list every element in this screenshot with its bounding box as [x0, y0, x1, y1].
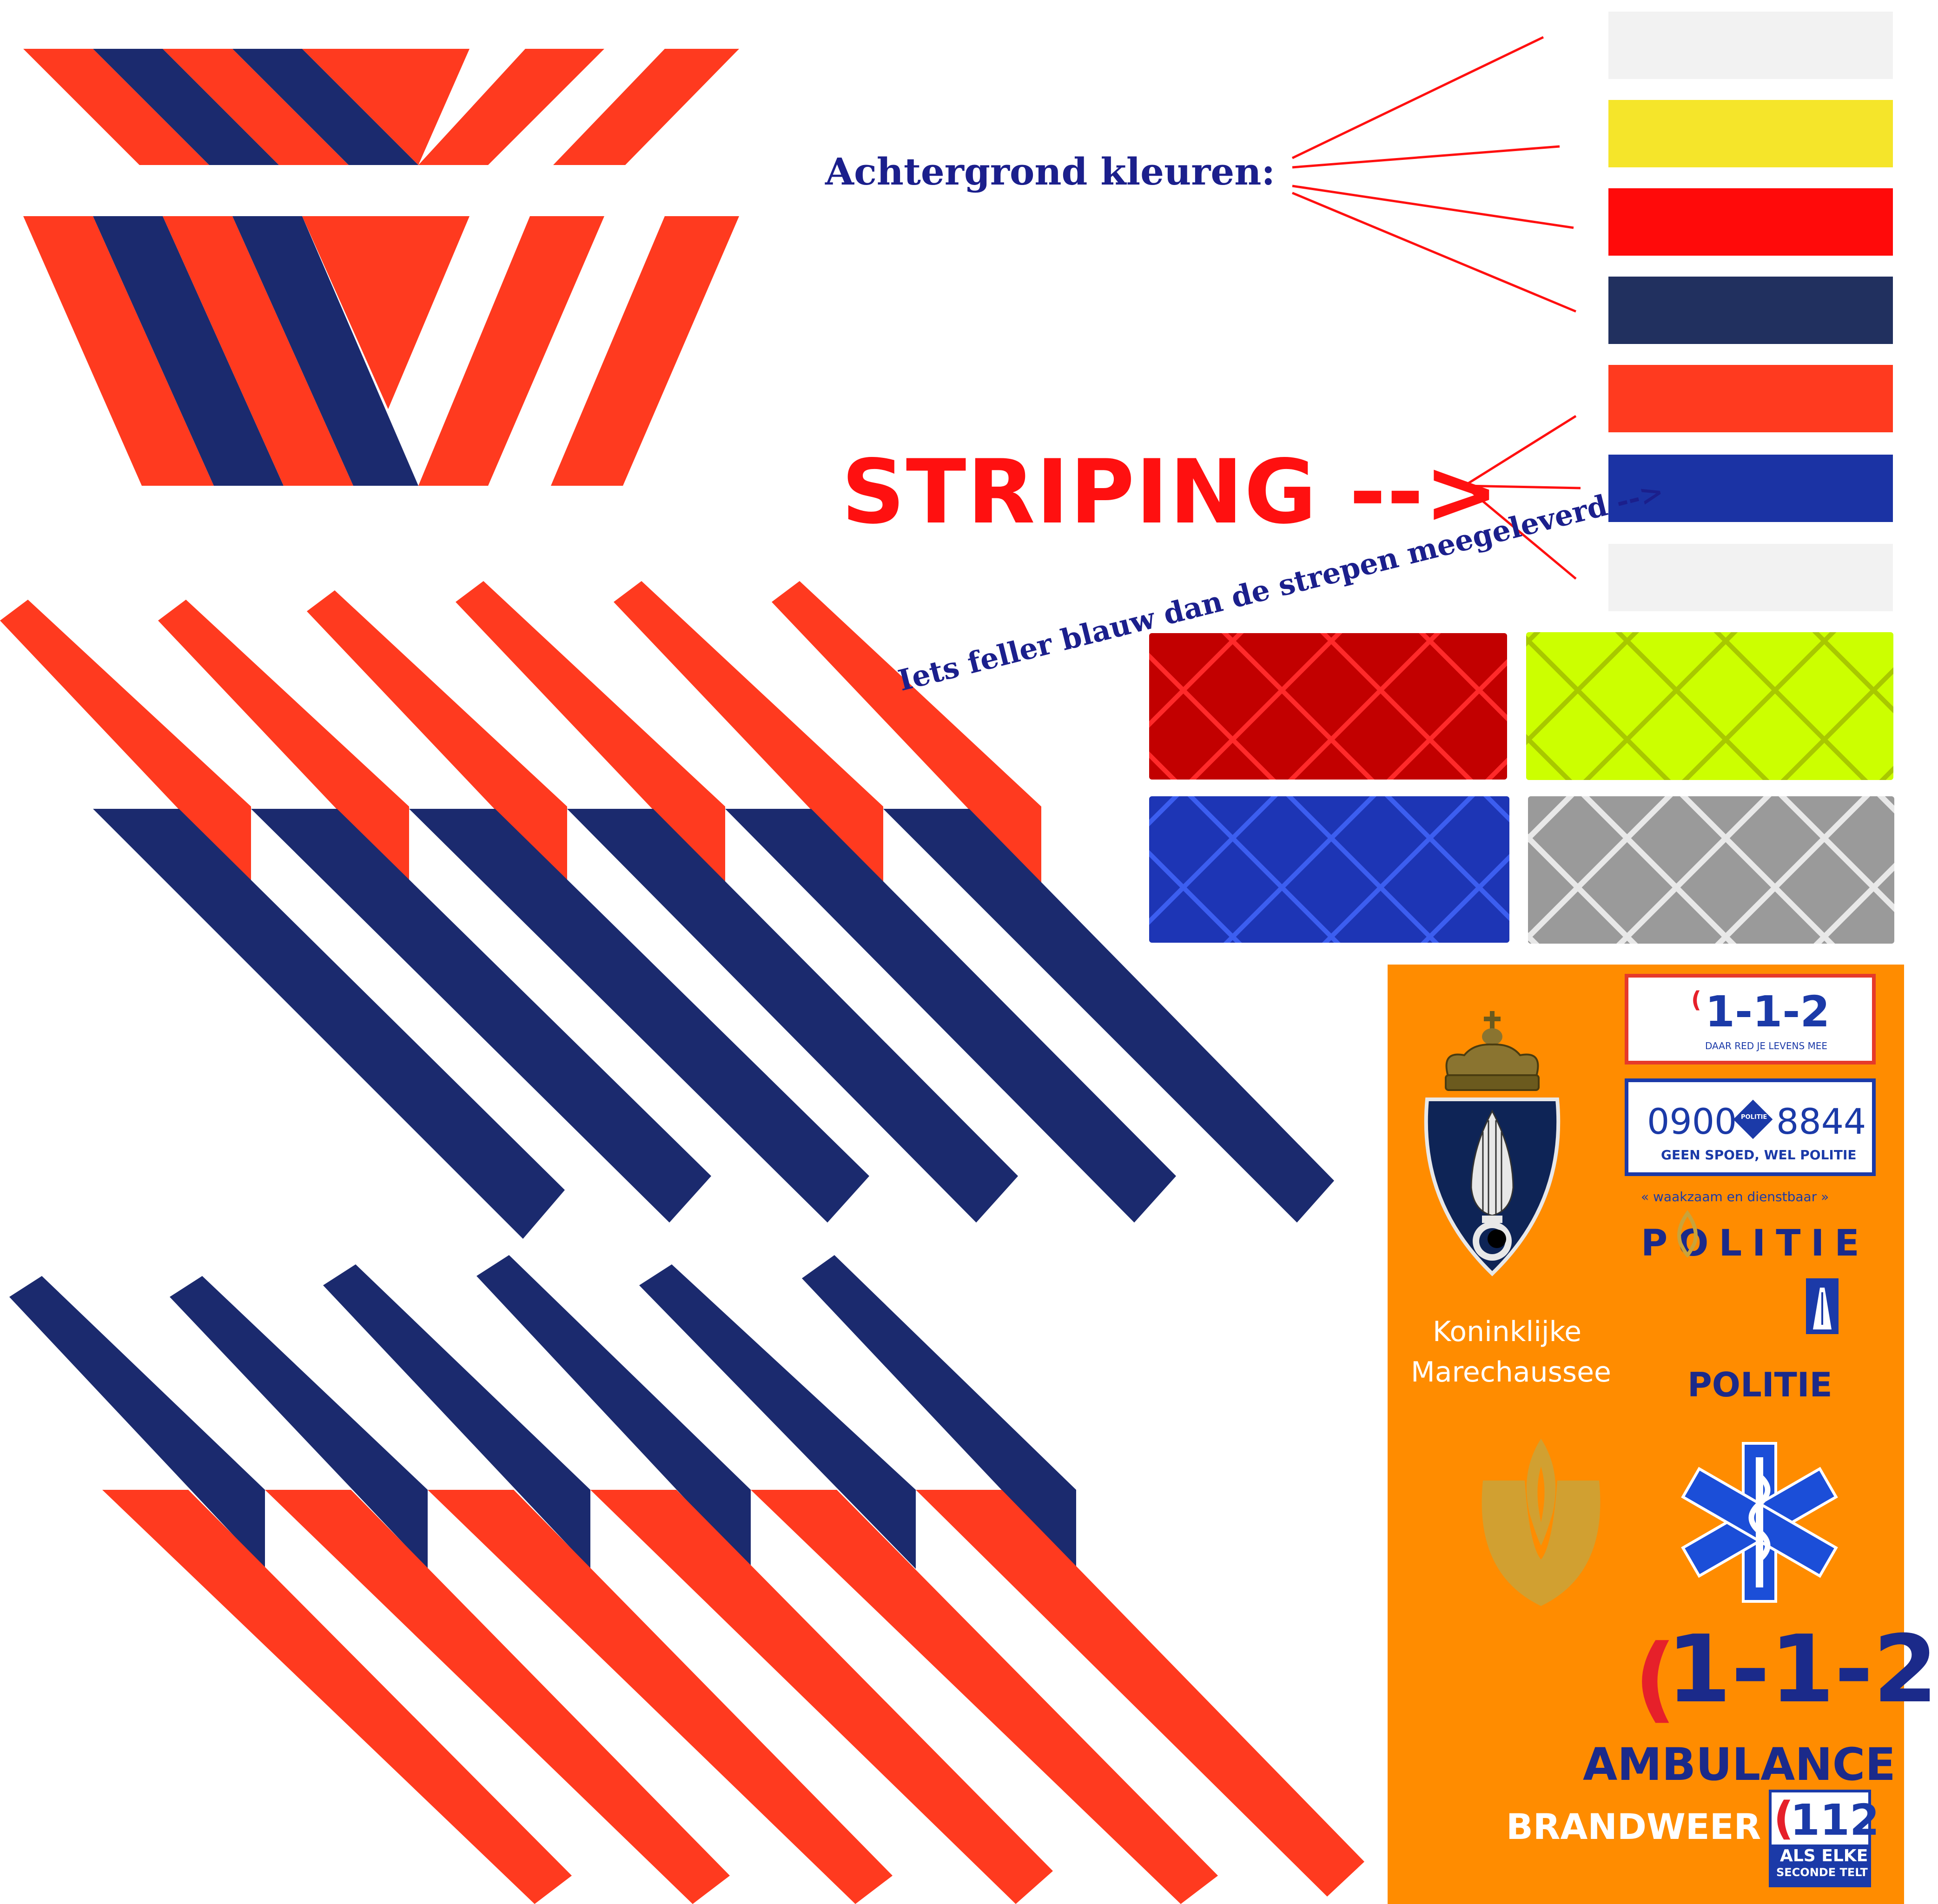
stripe-orange-1 [23, 49, 209, 165]
striping-pointer-lines [1463, 415, 1581, 580]
diag-navy-3 [409, 809, 869, 1223]
phone-number-tag: POLITIE [1741, 1114, 1767, 1121]
diag-orange-4 [456, 581, 725, 886]
diag-orange-3 [307, 590, 567, 886]
ambulance-text: AMBULANCE [1583, 1739, 1896, 1791]
kmar-emblem [1424, 1011, 1561, 1276]
politie-text: POLITIE [1687, 1365, 1832, 1404]
badge-line1: ALS ELKE [1780, 1846, 1868, 1865]
stripe-navy-2 [232, 49, 418, 165]
stripe-block-top-small [23, 49, 739, 165]
diag-orange-1 [0, 600, 251, 886]
emblem-panel: Koninklijke Marechaussee ( 1-1-2 DAAR RE… [1388, 965, 1938, 1904]
swatch-striping-orange [1608, 365, 1893, 432]
badge-112-als-elke-seconde-telt: ( 112 ALS ELKE SECONDE TELT [1769, 1790, 1879, 1887]
background-color-pointer-lines [1291, 36, 1576, 313]
stripe-block-top-large [23, 216, 739, 486]
politie-flame-icon [1677, 1210, 1698, 1258]
stripe-orange-3 [302, 216, 470, 409]
diag-orange-1 [102, 1490, 572, 1904]
sticker-112-daar-red-je-levens-mee: ( 1-1-2 DAAR RED JE LEVENS MEE [1625, 974, 1876, 1064]
swatch-striping-blue [1608, 455, 1893, 522]
stripe-orange-5 [551, 216, 739, 486]
phone-number-right: 8844 [1776, 1101, 1866, 1142]
politie-logo-text: POLITIE [1641, 1223, 1870, 1264]
stripe-orange-5 [553, 49, 739, 165]
swatch-red [1608, 188, 1893, 256]
diag-orange-5 [751, 1490, 1218, 1904]
swatch-navy [1608, 277, 1893, 344]
sticker-politie-0900-8844: 0900 POLITIE 8844 GEEN SPOED, WEL POLITI… [1625, 1078, 1876, 1176]
diagonal-stripes-orange-navy [0, 581, 1334, 1239]
reflective-tiles [1149, 632, 1894, 944]
swatch-white [1608, 12, 1893, 79]
stripe-navy-1 [93, 216, 284, 486]
brandweer-text: BRANDWEER [1506, 1806, 1761, 1847]
stripe-orange-1 [23, 216, 214, 486]
badge-line2: SECONDE TELT [1776, 1866, 1868, 1879]
diag-navy-1 [93, 809, 565, 1239]
diag-navy-4 [567, 809, 1018, 1223]
stripe-orange-3 [302, 49, 470, 165]
stripe-orange-2 [163, 216, 353, 486]
diag-navy-6 [802, 1255, 1076, 1569]
badge-112-number: 112 [1790, 1795, 1880, 1845]
politie-motto: « waakzaam en dienstbaar » [1641, 1189, 1829, 1204]
diag-navy-2 [170, 1276, 428, 1569]
phone-number-slogan: GEEN SPOED, WEL POLITIE [1661, 1147, 1857, 1163]
stripe-orange-4 [418, 216, 604, 486]
crown-icon [1445, 1011, 1540, 1091]
kmar-name-line2: Marechaussee [1411, 1356, 1611, 1388]
diag-orange-6 [772, 581, 1041, 886]
diag-orange-6 [916, 1490, 1364, 1897]
kmar-name-line1: Koninklijke [1433, 1316, 1582, 1348]
phone-number-left: 0900 [1647, 1101, 1737, 1142]
stripe-orange-4 [418, 49, 604, 165]
phone-handset-icon: ( [1634, 1625, 1677, 1733]
diag-orange-5 [614, 581, 883, 886]
highway-sign-icon [1806, 1278, 1839, 1334]
sticker-112-subtitle: DAAR RED JE LEVENS MEE [1705, 1040, 1828, 1051]
diag-navy-2 [251, 809, 711, 1223]
diag-navy-6 [883, 809, 1334, 1223]
diag-navy-5 [725, 809, 1176, 1223]
diag-navy-1 [9, 1276, 265, 1569]
grenade-shield-icon [1424, 1097, 1561, 1276]
diag-orange-2 [158, 600, 409, 886]
badge-blue-band [1772, 1844, 1868, 1884]
diag-orange-3 [428, 1490, 893, 1904]
diag-navy-5 [639, 1264, 916, 1569]
diag-orange-2 [265, 1490, 730, 1904]
striping-label: STRIPING --> [841, 441, 1500, 543]
swatch-striping-white [1608, 544, 1893, 611]
diag-navy-4 [476, 1255, 751, 1569]
stripe-navy-2 [232, 216, 418, 486]
sticker-112-number: 1-1-2 [1705, 987, 1830, 1037]
phone-handset-icon: ( [1773, 1792, 1794, 1844]
swatch-yellow [1608, 100, 1893, 167]
big-112: 1-1-2 [1667, 1615, 1938, 1724]
diag-navy-3 [323, 1264, 590, 1569]
star-of-life-icon [1681, 1442, 1838, 1603]
diag-orange-4 [590, 1490, 1053, 1904]
stripe-orange-2 [163, 49, 349, 165]
background-colors-label: Achtergrond kleuren: [825, 150, 1275, 193]
stripe-navy-1 [93, 49, 279, 165]
phone-handset-icon: ( [1691, 987, 1701, 1013]
flame-shield-icon [1482, 1439, 1601, 1606]
diagonal-stripes-navy-orange [9, 1255, 1364, 1904]
